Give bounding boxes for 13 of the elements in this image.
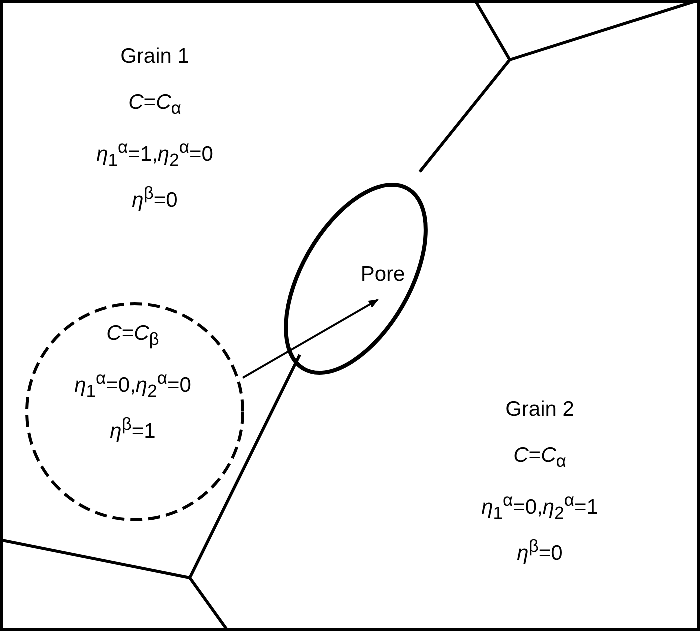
arrow	[242, 299, 379, 379]
formula-text: C=C$_{α}$	[514, 444, 566, 472]
formula-text: η$^{β}$=0	[132, 183, 178, 213]
region-label: Grain 1	[120, 45, 190, 69]
formula-text: η$^{β}$=0	[517, 536, 563, 566]
formula-text: η$^{β}$=1	[110, 414, 156, 444]
formula-text: η$_{1}$$^{α}$=0,η$_{2}$$^{α}$=1	[482, 490, 598, 524]
region-label: Pore	[360, 263, 406, 287]
formula-text: C=C$_{β}$	[106, 322, 160, 350]
formula-text: C=C$_{α}$	[128, 91, 182, 120]
formula-text: η$_{1}$$^{α}$=0,η$_{2}$$^{α}$=0	[74, 368, 192, 402]
region-label: Grain 2	[506, 398, 574, 422]
formula-text: η$_{1}$$^{α}$=1,η$_{2}$$^{α}$=0	[96, 137, 214, 172]
